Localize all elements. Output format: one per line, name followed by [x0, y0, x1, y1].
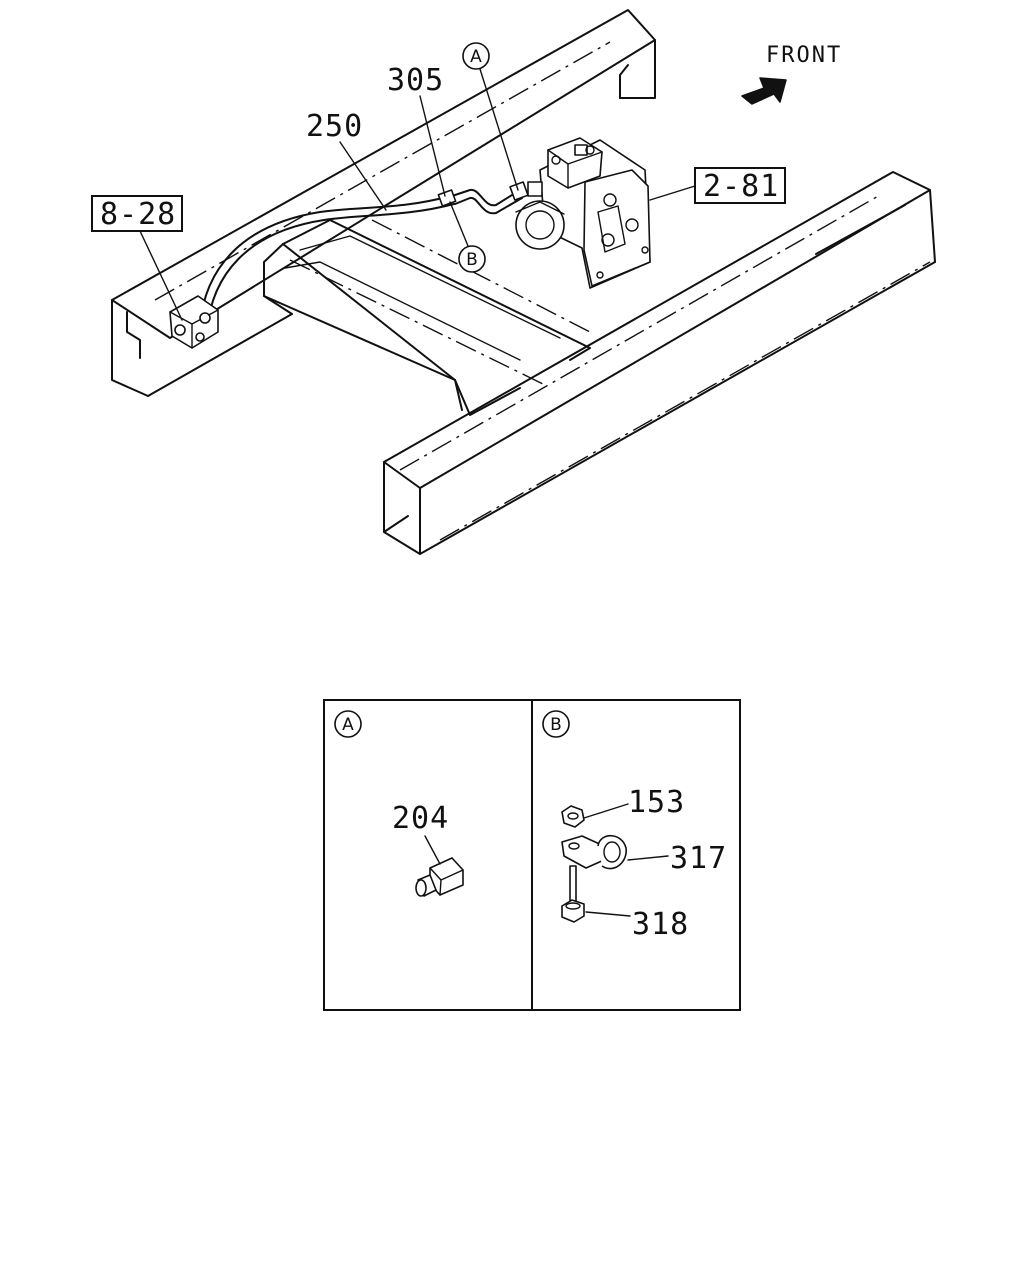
part-label-318: 318 — [632, 907, 689, 942]
callout-label-305: 305 — [387, 63, 444, 98]
detail-marker-a[interactable]: A — [462, 42, 519, 191]
part-label-204: 204 — [392, 801, 449, 836]
part-label-317: 317 — [670, 841, 727, 876]
callout-305[interactable]: 305 — [387, 63, 446, 197]
front-label: FRONT — [766, 43, 842, 68]
pto-unit — [515, 137, 651, 289]
callout-label-250: 250 — [306, 109, 363, 144]
part-label-153: 153 — [628, 785, 685, 820]
pipe-line — [437, 181, 529, 215]
reference-8-28[interactable]: 8-28 — [91, 195, 183, 321]
detail-panel-a: A 204 — [334, 710, 464, 897]
part-318-bolt[interactable] — [561, 865, 585, 923]
chassis-frame — [111, 9, 936, 555]
detail-panel-b: B 153 317 318 — [542, 710, 727, 942]
air-valve-assembly — [169, 295, 219, 349]
part-153-nut[interactable] — [561, 805, 585, 828]
front-direction-indicator: FRONT — [741, 43, 842, 105]
reference-label-left: 8-28 — [100, 197, 176, 232]
detail-marker-a-label: A — [470, 47, 482, 67]
reference-2-81[interactable]: 2-81 — [649, 167, 786, 204]
detail-marker-b[interactable]: B — [449, 201, 486, 273]
hose-line — [199, 195, 455, 331]
panel-a-marker: A — [342, 715, 354, 735]
detail-marker-b-label: B — [466, 250, 478, 270]
arrow-right-icon — [741, 77, 787, 105]
left-frame-rail — [111, 9, 656, 397]
panel-b-marker: B — [550, 715, 562, 735]
part-204-fitting[interactable] — [415, 857, 464, 897]
reference-label-right: 2-81 — [703, 169, 779, 204]
cross-member — [263, 219, 591, 416]
detail-panels: A 204 B 153 — [323, 699, 741, 1011]
callout-250[interactable]: 250 — [306, 109, 387, 211]
right-frame-rail — [383, 171, 936, 555]
part-317-clip[interactable] — [561, 834, 627, 870]
